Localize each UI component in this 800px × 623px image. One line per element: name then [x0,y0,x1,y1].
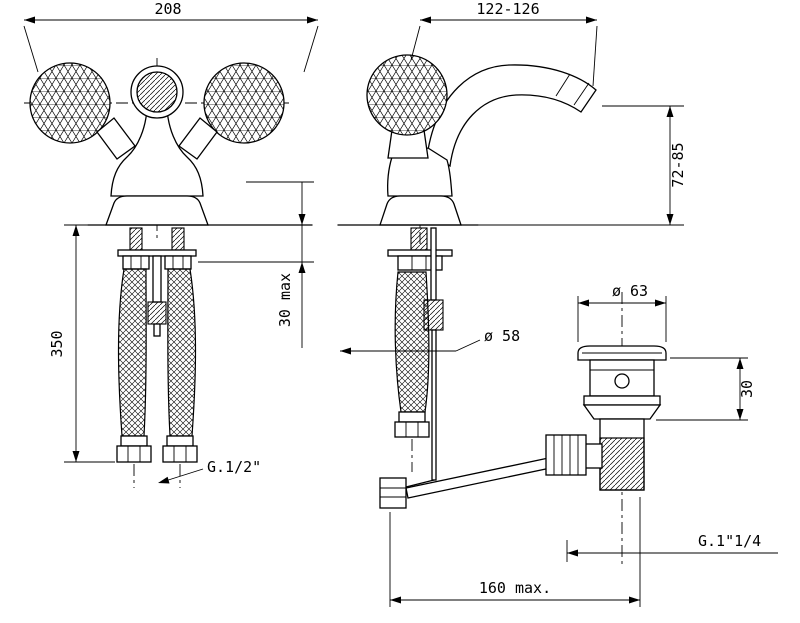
label-supply-thread: G.1/2" [207,458,261,476]
dim-waste-height: 30 [738,380,756,398]
front-base [105,195,209,226]
side-hose-collar [398,411,426,423]
right-crystal-handle [203,62,285,144]
dimensions: 208 122-126 72-85 350 30 max ø 58 [23,0,778,607]
side-crystal-handle [366,54,448,136]
dim-deck-thickness: 30 max [276,273,294,327]
dim-depth-range: 122-126 [476,0,539,18]
rod-inlet-nut [545,434,587,476]
right-mounting-stud [171,227,185,251]
center-rod [152,255,162,303]
right-hose-nut [162,445,198,463]
rod-clamp [379,477,407,509]
side-hose-nut [394,421,430,438]
left-hose-collar [120,435,148,447]
popup-rod-lower [431,329,437,481]
right-hose-collar [166,435,194,447]
rod-connector [401,479,435,489]
aerator-line [573,82,590,106]
left-mounting-nut [122,255,150,270]
left-supply-hose [117,268,147,437]
left-hose-nut [116,445,152,463]
left-mounting-stud [129,227,143,251]
side-mounting-stud [410,227,428,251]
waste-transition [582,404,662,420]
rod-inlet-tube [583,443,603,469]
dim-hose-length: 350 [48,330,66,357]
aerator-ring-line [555,73,571,97]
dim-base-diameter: ø 58 [484,327,520,345]
side-spout [427,64,597,168]
left-crystal-handle [29,62,111,144]
dim-overall-width: 208 [154,0,181,18]
dim-spout-height: 72-85 [669,142,687,187]
popup-waste [545,292,667,566]
left-handle-neck [96,117,136,160]
right-supply-hose [167,268,197,437]
front-view-mixer [24,58,313,488]
center-rod-coupler [147,301,167,325]
dim-waste-diameter: ø 63 [612,282,648,300]
side-base [379,195,462,226]
side-view-mixer [337,54,597,509]
mounting-washer [117,249,197,257]
waste-thread-section [599,437,645,491]
side-supply-hose [394,271,430,413]
front-aerator [136,71,178,113]
label-waste-thread: G.1"1/4 [698,532,761,550]
center-rod-tip [153,323,161,337]
popup-rod-upper [430,227,437,301]
overflow-hole [614,373,630,389]
dim-rod-reach: 160 max. [479,579,551,597]
side-washer [387,249,453,257]
right-mounting-nut [164,255,192,270]
right-handle-neck [178,117,218,160]
waste-ring [583,395,661,406]
